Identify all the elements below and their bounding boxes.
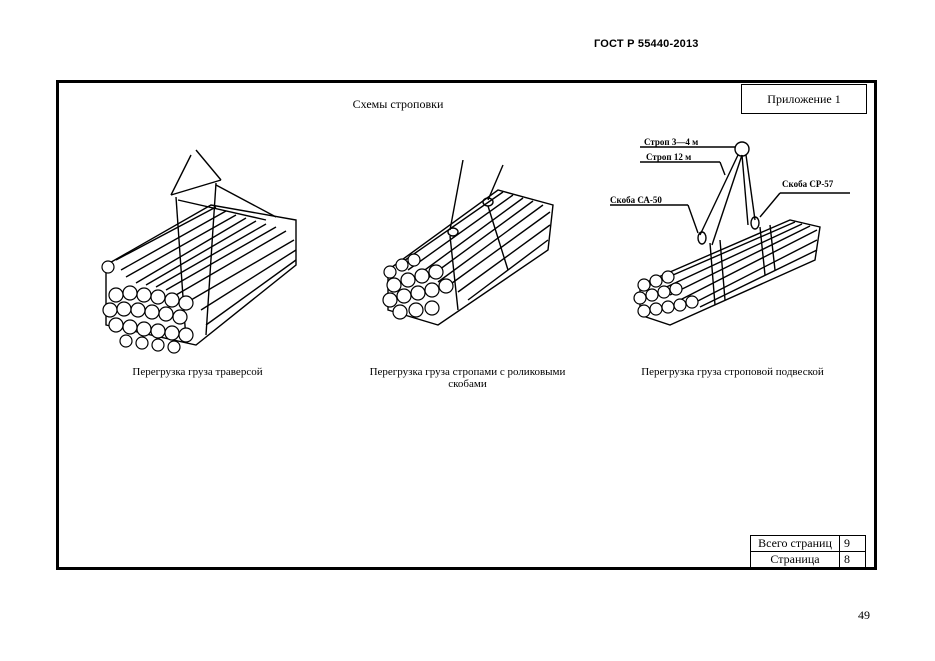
standard-header: ГОСТ Р 55440-2013 [594, 38, 699, 50]
pages-table: Всего страниц 9 Страница 8 [750, 535, 866, 568]
caption-roller-shackles: Перегрузка груза стропами с роликовыми с… [369, 366, 566, 390]
figure-sling-suspension: Строп 3—4 м Строп 12 м Скоба СА-50 Скоба… [610, 137, 850, 326]
figure-traverse-lift [101, 149, 297, 354]
caption-sling-suspension: Перегрузка груза строповой подвеской [641, 366, 824, 378]
figure-roller-shackle-slings [382, 160, 554, 326]
total-pages-value: 9 [839, 535, 866, 552]
scheme-title: Схемы строповки [352, 97, 444, 111]
label-strop-long: Строп 12 м [646, 152, 691, 162]
appendix-label: Приложение 1 [741, 84, 867, 114]
label-shackle-right: Скоба СР-57 [782, 179, 834, 189]
label-strop-short: Строп 3—4 м [644, 137, 698, 147]
current-page-value: 8 [839, 551, 866, 568]
current-page-label: Страница [750, 551, 840, 568]
label-shackle-left: Скоба СА-50 [610, 195, 662, 205]
total-pages-label: Всего страниц [750, 535, 840, 552]
caption-traverse: Перегрузка груза траверсой [132, 366, 263, 378]
document-frame [56, 80, 877, 570]
page-number: 49 [858, 608, 870, 622]
